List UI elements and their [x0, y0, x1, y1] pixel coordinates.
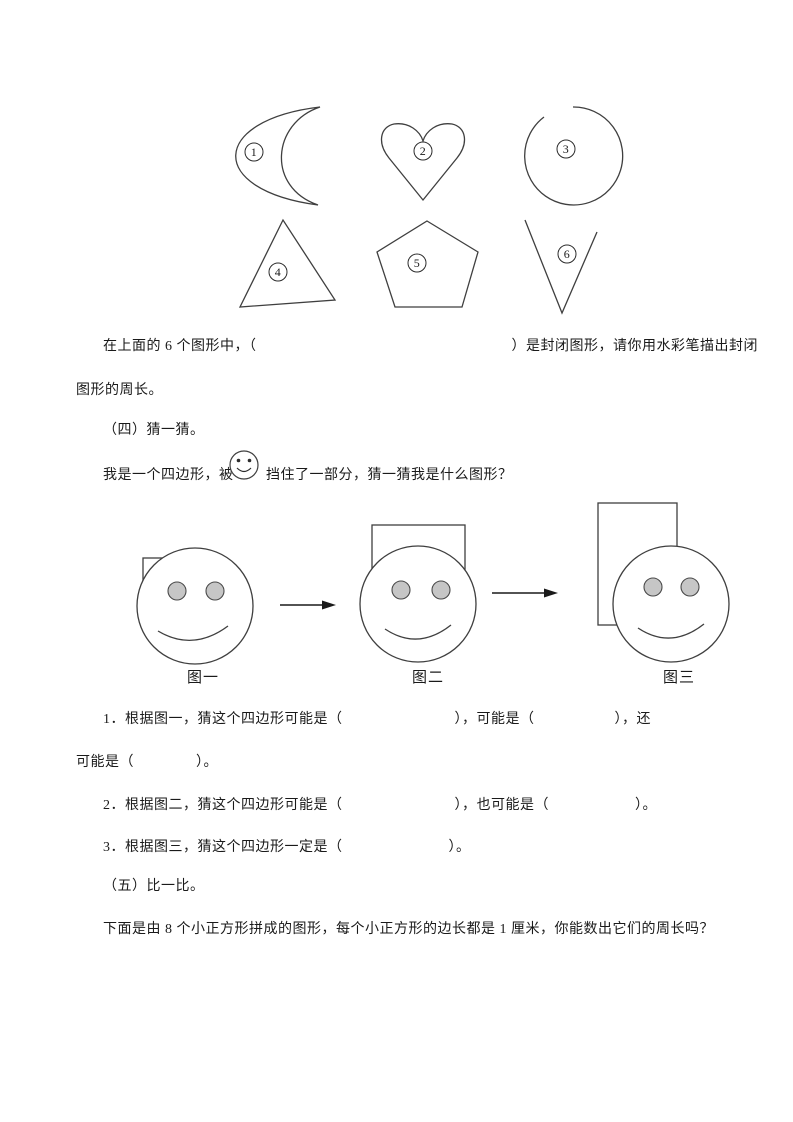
intro-text: 挡住了一部分，猜一猜我是什么图形？: [266, 468, 513, 483]
answer-blank: [535, 722, 615, 723]
shape-number-badge-6: 6: [557, 244, 577, 264]
figure2-label: 图二: [412, 666, 444, 687]
answer-blank: [343, 722, 455, 723]
heading-text: （四）猜一猜。: [103, 423, 205, 438]
intro-text: 我是一个四边形，被: [103, 468, 234, 483]
shape-number-badge-3: 3: [556, 139, 576, 159]
figure-label-text: 图一: [187, 670, 220, 686]
smiley-mouth: [384, 624, 452, 640]
figure3-label: 图三: [663, 666, 695, 687]
question-2-line: 2．根据图二，猜这个四边形可能是（ ），也可能是（ ）。: [103, 796, 657, 815]
closed-figure-prompt-line2: 图形的周长。: [76, 381, 163, 400]
triangle-shape: [238, 218, 337, 308]
question-text: 1．根据图一，猜这个四边形可能是（: [103, 712, 343, 727]
shape-number-badge-5: 5: [407, 253, 427, 273]
smiley-mouth: [236, 467, 252, 473]
smiley-mouth: [637, 623, 705, 639]
question-text: ）。: [635, 798, 657, 813]
smiley-head: [612, 545, 730, 663]
smiley-eye-left: [236, 458, 241, 463]
answer-blank: [134, 765, 196, 766]
question-text: ）。: [196, 755, 218, 770]
closed-figure-prompt-line1: 在上面的 6 个图形中，（ ）是封闭图形，请你用水彩笔描出封闭: [103, 337, 758, 356]
closed-shapes-figure: 1 2 3 4 5 6: [235, 106, 624, 315]
smiley-head: [136, 547, 254, 665]
question-3-line: 3．根据图三，猜这个四边形一定是（ ）。: [103, 838, 471, 857]
smiley-head: [359, 545, 477, 663]
shape-number-badge-2: 2: [413, 141, 433, 161]
open-circle-shape: [524, 106, 624, 206]
prompt-text-right: ）是封闭图形，请你用水彩笔描出封闭: [511, 339, 758, 354]
section-five-heading: （五）比一比。: [103, 877, 205, 896]
svg-text:1: 1: [251, 145, 258, 159]
hidden-quadrilateral-figure: [136, 502, 730, 665]
answer-blank: [343, 808, 455, 809]
question-text: ），还: [614, 712, 651, 727]
answer-blank: [257, 349, 512, 350]
figure1-label: 图一: [187, 666, 219, 687]
svg-text:3: 3: [563, 142, 570, 156]
smiley-eye: [167, 581, 187, 601]
smiley-eye: [391, 580, 411, 600]
arrow-right-icon: [492, 588, 558, 598]
question-text: 3．根据图三，猜这个四边形一定是（: [103, 840, 343, 855]
intro-text: 下面是由 8 个小正方形拼成的图形，每个小正方形的边长都是 1 厘米，你能数出它…: [103, 922, 714, 937]
question-1-line1: 1．根据图一，猜这个四边形可能是（ ），可能是（ ），还: [103, 710, 651, 729]
question-1-line2: 可能是（ ）。: [76, 753, 218, 772]
figure-label-text: 图三: [663, 670, 696, 686]
question-text: ）。: [448, 840, 471, 855]
heading-text: （五）比一比。: [103, 879, 205, 894]
question-text: 可能是（: [76, 755, 134, 770]
pentagon-shape: [376, 220, 479, 308]
arrow-right-icon: [280, 600, 336, 610]
heart-shape: [380, 123, 466, 202]
svg-text:6: 6: [564, 247, 571, 261]
guess-intro-right: 挡住了一部分，猜一猜我是什么图形？: [266, 466, 513, 485]
open-v-shape: [524, 219, 598, 315]
svg-text:5: 5: [414, 256, 421, 270]
figure-label-text: 图二: [412, 670, 445, 686]
prompt-text-left: 在上面的 6 个图形中，（: [103, 339, 257, 354]
shape-number-badge-4: 4: [268, 262, 288, 282]
smiley-mouth: [157, 625, 229, 642]
question-text: ），也可能是（: [454, 798, 549, 813]
answer-blank: [549, 808, 635, 809]
smiley-eye-right: [247, 458, 252, 463]
smiley-face-icon: [229, 450, 259, 480]
figure1-smiley: [136, 547, 254, 665]
answer-blank: [343, 850, 449, 851]
svg-text:4: 4: [275, 265, 282, 279]
figure3-smiley: [597, 502, 730, 663]
section-five-intro: 下面是由 8 个小正方形拼成的图形，每个小正方形的边长都是 1 厘米，你能数出它…: [103, 920, 714, 939]
prompt-text: 图形的周长。: [76, 383, 163, 398]
svg-text:2: 2: [420, 144, 427, 158]
crescent-shape: [235, 106, 321, 206]
figure2-smiley: [359, 524, 477, 663]
smiley-eye: [680, 577, 700, 597]
smiley-eye: [643, 577, 663, 597]
guess-intro-left: 我是一个四边形，被: [103, 466, 234, 485]
question-text: ），可能是（: [454, 712, 535, 727]
smiley-eye: [431, 580, 451, 600]
smiley-eye: [205, 581, 225, 601]
shape-number-badge-1: 1: [244, 142, 264, 162]
question-text: 2．根据图二，猜这个四边形可能是（: [103, 798, 343, 813]
section-four-heading: （四）猜一猜。: [103, 421, 205, 440]
